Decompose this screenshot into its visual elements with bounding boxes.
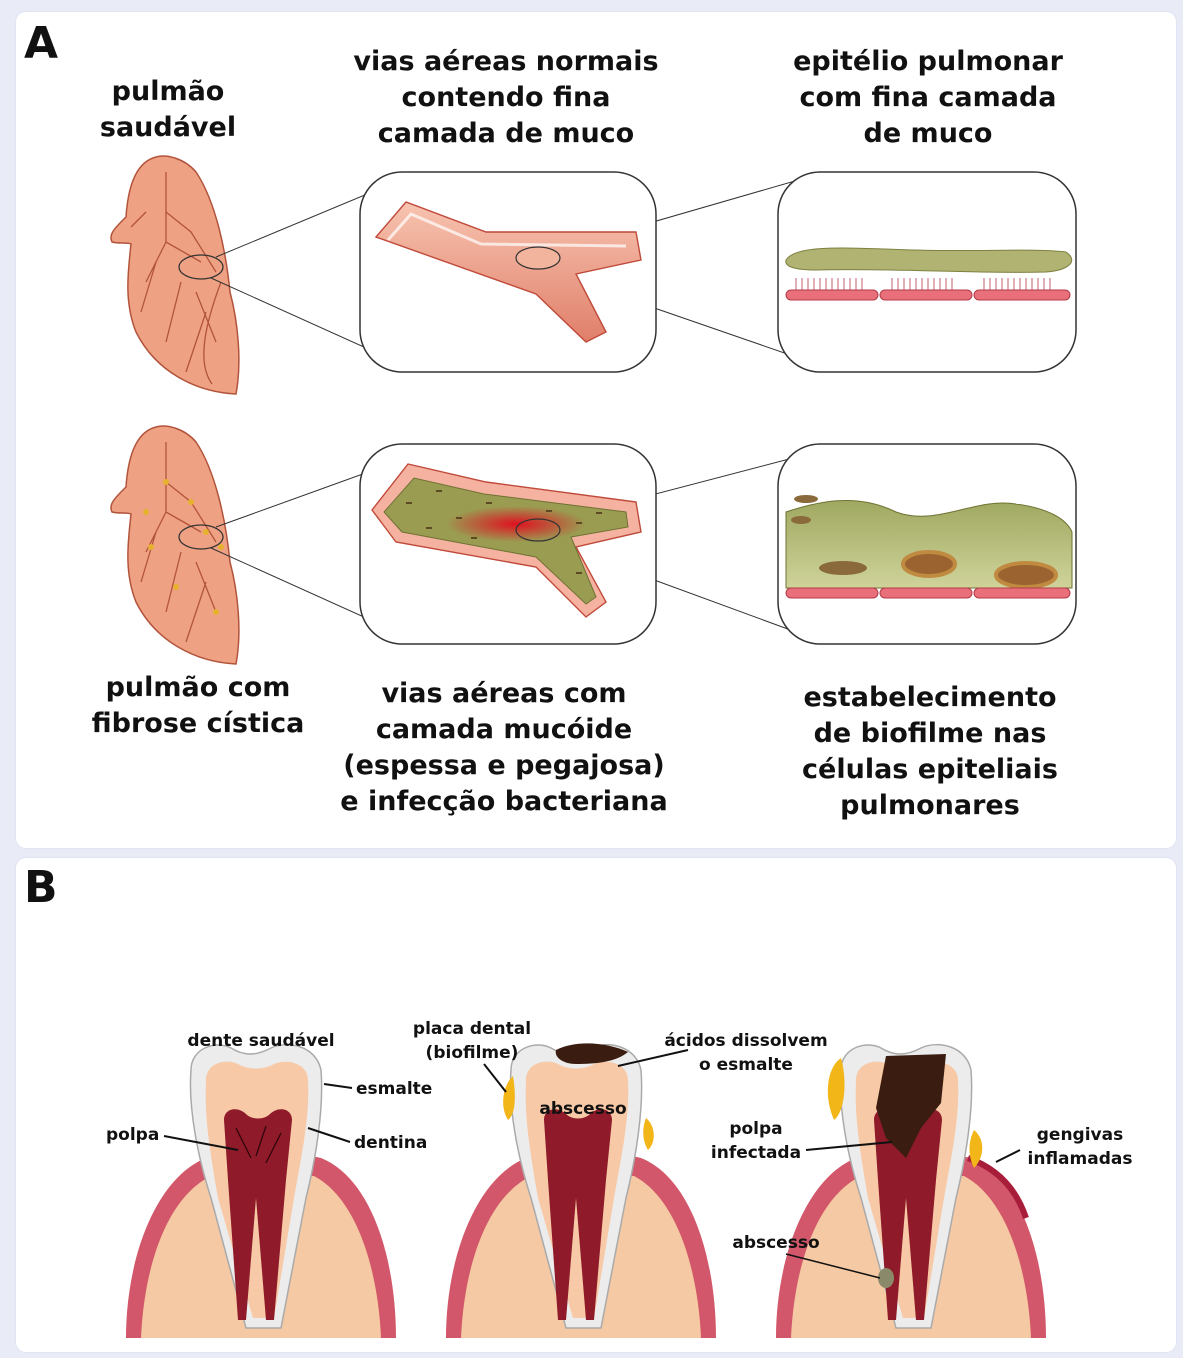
panel-b-figure: B dente saudável esmalte polpa dentina p… <box>16 858 1176 1352</box>
cf-airways-label: vias aéreas com camada mucóide (espessa … <box>340 678 667 817</box>
healthy-epithelium-box <box>778 172 1076 372</box>
svg-text:pulmonares: pulmonares <box>840 790 1020 821</box>
biofilm-label: estabelecimento de biofilme nas células … <box>802 682 1058 821</box>
svg-text:vias aéreas normais: vias aéreas normais <box>353 46 658 77</box>
svg-text:fibrose cística: fibrose cística <box>92 708 305 739</box>
acids-label-2: o esmalte <box>699 1055 793 1075</box>
inflamed-gums-label-2: inflamadas <box>1028 1149 1133 1169</box>
cf-lung-illustration <box>111 426 239 664</box>
svg-text:(espessa e pegajosa): (espessa e pegajosa) <box>343 750 664 781</box>
svg-text:camada mucóide: camada mucóide <box>376 714 632 745</box>
epithelium-label: epitélio pulmonar com fina camada de muc… <box>793 46 1064 149</box>
healthy-lung-label: pulmão saudável <box>100 76 236 143</box>
normal-airway-box <box>360 172 656 372</box>
svg-text:de biofilme nas: de biofilme nas <box>814 718 1047 749</box>
svg-text:vias aéreas com: vias aéreas com <box>381 678 626 709</box>
svg-text:de muco: de muco <box>864 118 993 149</box>
panel-b-letter: B <box>24 862 58 913</box>
svg-text:células epiteliais: células epiteliais <box>802 754 1058 785</box>
panel-a-letter: A <box>24 18 58 69</box>
svg-text:contendo fina: contendo fina <box>402 82 611 113</box>
enamel-label: esmalte <box>356 1079 432 1099</box>
plaque-tooth-illustration <box>446 1043 716 1338</box>
abscess-label-2: abscesso <box>732 1233 819 1253</box>
svg-text:saudável: saudável <box>100 112 236 143</box>
plaque-label-2: (biofilme) <box>426 1043 519 1063</box>
svg-text:estabelecimento: estabelecimento <box>803 682 1056 713</box>
normal-airways-label: vias aéreas normais contendo fina camada… <box>353 46 658 149</box>
healthy-tooth-label: dente saudável <box>187 1031 334 1051</box>
panel-a-figure: A pulmão saudável vias aéreas normais co… <box>16 12 1176 848</box>
panel-b: B dente saudável esmalte polpa dentina p… <box>16 858 1176 1352</box>
infected-pulp-label-1: polpa <box>729 1119 782 1139</box>
plaque-label-1: placa dental <box>413 1019 531 1039</box>
svg-text:epitélio pulmonar: epitélio pulmonar <box>793 46 1064 77</box>
pulp-label: polpa <box>106 1125 159 1145</box>
panel-a: A pulmão saudável vias aéreas normais co… <box>16 12 1176 848</box>
cf-airway-box <box>360 444 656 644</box>
dentin-label: dentina <box>354 1133 427 1153</box>
svg-text:com fina camada: com fina camada <box>799 82 1056 113</box>
svg-text:pulmão: pulmão <box>112 76 225 107</box>
healthy-lung-illustration <box>111 156 239 394</box>
cf-lung-label: pulmão com fibrose cística <box>92 672 305 739</box>
svg-text:camada de muco: camada de muco <box>378 118 634 149</box>
abscess-label-1: abscesso <box>539 1099 626 1119</box>
inflamed-gums-label-1: gengivas <box>1037 1125 1123 1145</box>
svg-text:pulmão com: pulmão com <box>106 672 291 703</box>
acids-label-1: ácidos dissolvem <box>664 1031 827 1051</box>
cf-biofilm-box <box>778 444 1076 644</box>
decayed-tooth-illustration <box>776 1045 1046 1338</box>
svg-text:e infecção bacteriana: e infecção bacteriana <box>340 786 667 817</box>
infected-pulp-label-2: infectada <box>711 1143 801 1163</box>
